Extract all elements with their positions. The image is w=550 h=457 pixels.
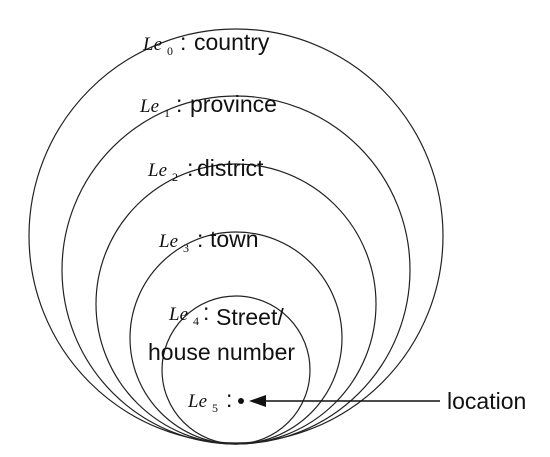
svg-text:Street/: Street/ xyxy=(216,304,284,330)
svg-text:2: 2 xyxy=(172,170,178,184)
level-1-label: Le 1 : province xyxy=(139,91,277,120)
svg-text::: : xyxy=(197,226,203,252)
svg-text:Le: Le xyxy=(142,34,162,55)
level-5-label: Le 5 : xyxy=(187,386,232,415)
location-arrow-head xyxy=(249,395,266,407)
svg-text::: : xyxy=(226,386,232,412)
level-0-label: Le 0 : country xyxy=(142,29,270,58)
svg-text::: : xyxy=(176,91,182,117)
svg-text:Le: Le xyxy=(147,160,167,181)
svg-text:4: 4 xyxy=(193,314,199,328)
level-3-circle xyxy=(129,231,343,445)
svg-text:province: province xyxy=(190,91,277,117)
svg-text:Le: Le xyxy=(158,231,178,252)
location-point xyxy=(238,398,244,404)
svg-text:0: 0 xyxy=(167,44,173,58)
svg-text:town: town xyxy=(210,226,259,252)
svg-text::: : xyxy=(203,299,209,325)
level-1-circle xyxy=(61,95,411,445)
svg-text:5: 5 xyxy=(212,401,218,415)
level-3-label: Le 3 : town xyxy=(158,226,259,255)
svg-text:1: 1 xyxy=(164,106,170,120)
svg-text:Le: Le xyxy=(168,304,188,325)
level-0-circle xyxy=(28,28,444,444)
svg-text::: : xyxy=(187,155,193,181)
svg-text:district: district xyxy=(197,155,264,181)
svg-text:Le: Le xyxy=(187,391,207,412)
level-4-label: Le 4 : Street/ house number xyxy=(148,299,295,365)
location-label: location xyxy=(447,388,526,414)
svg-text:house number: house number xyxy=(148,339,295,365)
svg-text::: : xyxy=(180,29,186,55)
svg-text:Le: Le xyxy=(139,96,159,117)
level-4-circle xyxy=(161,295,311,445)
svg-text:3: 3 xyxy=(183,241,189,255)
svg-text:country: country xyxy=(194,29,270,55)
level-2-label: Le 2 : district xyxy=(147,155,264,184)
